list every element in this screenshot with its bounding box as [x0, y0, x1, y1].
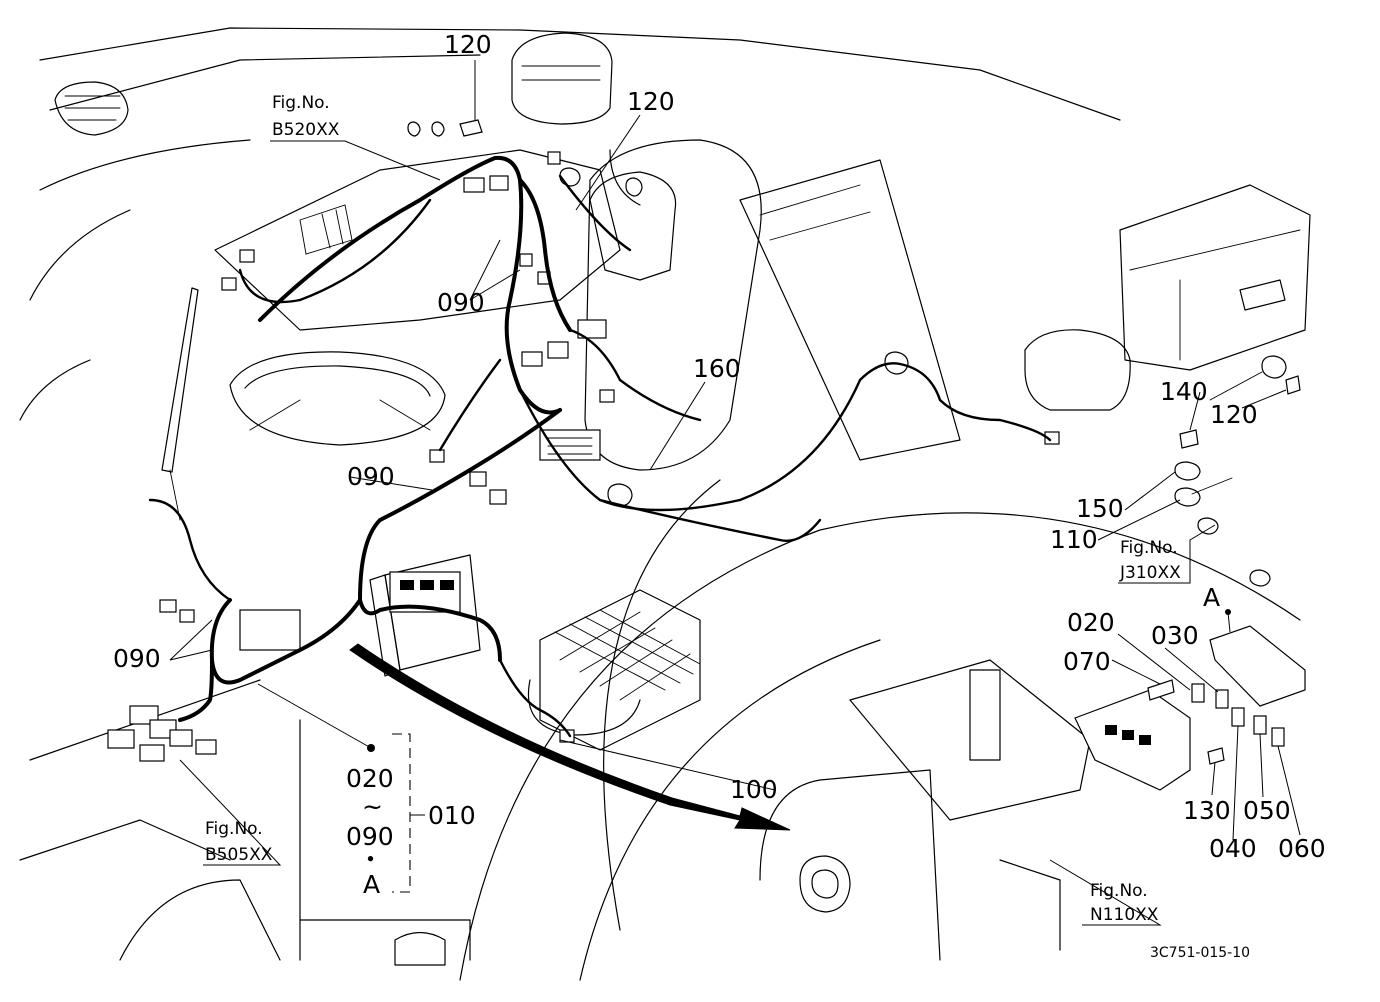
range-dot: ・ [358, 845, 383, 874]
range-bracket [257, 683, 425, 893]
fig-ref-j310-line2: J310XX [1119, 563, 1181, 583]
direction-arrow [349, 643, 791, 831]
callout-030: 030 [1151, 621, 1199, 650]
callout-150: 150 [1076, 494, 1124, 523]
range-suffix: A [363, 870, 380, 899]
callout-labels: 120 120 090 160 090 140 120 150 110 020 … [113, 30, 1326, 899]
callout-090-a: 090 [437, 288, 485, 317]
range-end: 090 [346, 822, 394, 851]
fig-ref-b505-line2: B505XX [205, 845, 273, 865]
fig-ref-n110-line2: N110XX [1090, 905, 1159, 925]
callout-060: 060 [1278, 834, 1326, 863]
wiring-harness [148, 155, 1052, 738]
range-start: 020 [346, 764, 394, 793]
callout-120-right: 120 [1210, 400, 1258, 429]
callout-140: 140 [1160, 377, 1208, 406]
callout-050: 050 [1243, 796, 1291, 825]
label-a: A [1203, 583, 1220, 612]
tractor-outline [19, 27, 1311, 981]
harness-connectors [107, 119, 1306, 791]
callout-090-c: 090 [113, 644, 161, 673]
callout-120-mid: 120 [627, 87, 675, 116]
fig-ref-b505-line1: Fig.No. [205, 819, 263, 839]
callout-010: 010 [428, 801, 476, 830]
callout-040: 040 [1209, 834, 1257, 863]
fig-ref-n110-line1: Fig.No. [1090, 881, 1148, 901]
callout-160: 160 [693, 354, 741, 383]
callout-090-b: 090 [347, 462, 395, 491]
fig-ref-j310-line1: Fig.No. [1120, 538, 1178, 558]
fig-ref-b520-line1: Fig.No. [272, 93, 330, 113]
fig-ref-b520-line2: B520XX [272, 120, 340, 140]
callout-020-right: 020 [1067, 608, 1115, 637]
callout-100: 100 [730, 775, 778, 804]
figure-references: Fig.No. B520XX Fig.No. J310XX Fig.No. B5… [205, 93, 1181, 925]
range-tilde: ~ [362, 792, 383, 821]
callout-120-top: 120 [444, 30, 492, 59]
drawing-code: 3C751-015-10 [1150, 945, 1250, 961]
callout-130: 130 [1183, 796, 1231, 825]
callout-110: 110 [1050, 525, 1098, 554]
leader-lines [169, 60, 1301, 926]
callout-070: 070 [1063, 647, 1111, 676]
